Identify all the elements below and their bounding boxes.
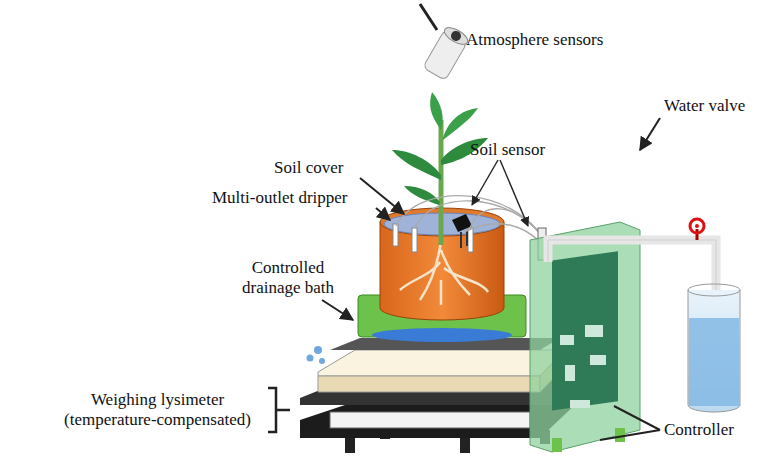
water-supply: [548, 219, 740, 412]
part-label: Multi-outlet dripper: [212, 188, 402, 208]
part-label: Water valve: [664, 96, 764, 116]
part-label: Soil sensor: [470, 140, 590, 160]
part-label: Soil cover: [274, 158, 394, 178]
part-label: Controlled drainage bath: [228, 258, 348, 298]
sensor-wires: [396, 196, 552, 256]
atmosphere-sensor: [420, 4, 470, 81]
part-label: Atmosphere sensors: [466, 30, 666, 50]
part-label: Controller: [664, 420, 764, 440]
part-label: Weighing lysimeter (temperature-compensa…: [50, 390, 265, 430]
